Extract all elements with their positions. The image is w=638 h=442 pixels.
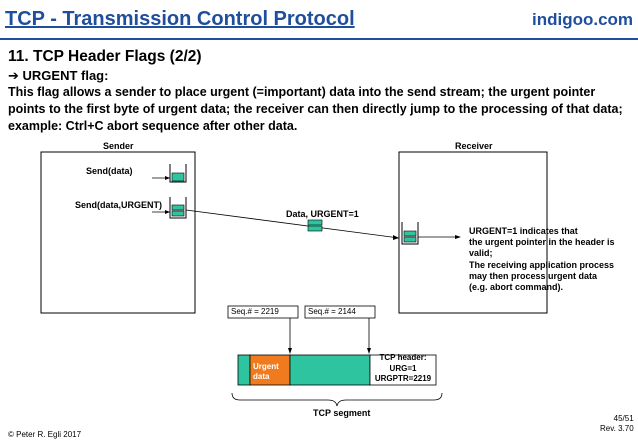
header-divider	[0, 38, 638, 40]
tcp-header-line: TCP header:	[379, 353, 427, 362]
tcp-segment-label: TCP segment	[313, 408, 371, 418]
receiver-note-line: URGENT=1 indicates that	[469, 226, 578, 236]
seq-left-label: Seq.# = 2219	[231, 307, 279, 316]
copyright: © Peter R. Egli 2017	[8, 430, 82, 439]
seq-right-box	[304, 305, 376, 319]
urgent-flag-subheading: ➔ URGENT flag:	[8, 68, 109, 83]
send-data-label: Send(data)	[86, 166, 133, 176]
send-data-buffer	[169, 164, 187, 183]
page-number: 45/51	[613, 414, 634, 423]
tcp-segment-bar	[237, 354, 437, 386]
send-urgent-label: Send(data,URGENT)	[75, 200, 163, 210]
brand-logo[interactable]: indigoo.com	[532, 10, 634, 29]
page-title: TCP - Transmission Control Protocol	[5, 8, 355, 30]
receiver-label: Receiver	[455, 141, 493, 151]
receiver-note: URGENT=1 indicates that the urgent point…	[469, 226, 634, 293]
tcp-header-line: URGPTR=2219	[374, 374, 432, 383]
sender-box	[40, 151, 196, 314]
send-urgent-buffer	[169, 197, 187, 219]
receiver-buffer	[401, 222, 419, 245]
seq-right-label: Seq.# = 2144	[308, 307, 356, 316]
urgent-data-label: Urgent data	[253, 362, 289, 382]
in-flight-segment	[307, 219, 323, 232]
urgent-flag-description: This flag allows a sender to place urgen…	[8, 85, 623, 133]
tcp-segment-brace	[231, 392, 443, 407]
revision: Rev. 3.70	[600, 424, 634, 433]
receiver-note-line: may then process urgent data	[469, 270, 598, 281]
tcp-header-line: URG=1	[389, 363, 417, 373]
receiver-note-line: the urgent pointer in the header is	[469, 237, 615, 248]
transmission-line	[185, 209, 400, 239]
urgent-data-line: Urgent	[253, 362, 279, 371]
segment-label: Data, URGENT=1	[286, 209, 359, 219]
receiver-box	[398, 151, 548, 314]
tcp-header-label: TCP header: URG=1 URGPTR=2219	[370, 353, 436, 385]
page-number-block: 45/51 Rev. 3.70	[600, 414, 634, 434]
seq-left-box	[227, 305, 299, 319]
receiver-note-line: The receiving application process	[469, 259, 615, 270]
receiver-note-line: (e.g. abort command).	[469, 282, 564, 293]
receiver-note-line: valid;	[469, 248, 493, 259]
sender-label: Sender	[103, 141, 134, 151]
section-heading: 11. TCP Header Flags (2/2)	[8, 48, 202, 65]
urgent-data-line: data	[253, 372, 270, 381]
